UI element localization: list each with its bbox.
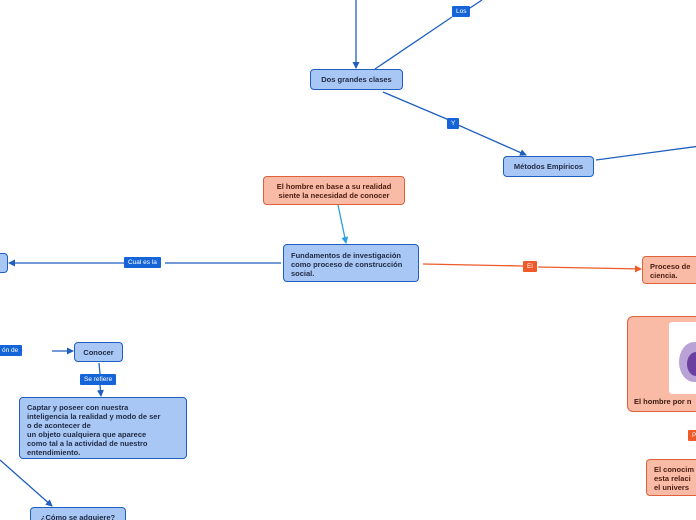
edge-dos-grandes-to-y	[382, 91, 450, 121]
edge-left-to-como	[0, 459, 53, 507]
edge-los-branch	[374, 0, 483, 70]
node-conocimiento[interactable]: El conocim esta relaci el univers	[646, 459, 696, 496]
edge-el-to-proceso	[537, 265, 642, 273]
tag-on-de: ón de	[0, 345, 23, 356]
node-hombre-realidad[interactable]: El hombre en base a su realidad siente l…	[263, 176, 405, 205]
node-dos-grandes-clases[interactable]: Dos grandes clases	[310, 69, 403, 90]
tag-se-refiere: Se refiere	[80, 374, 117, 385]
node-offscreen-left[interactable]	[0, 253, 8, 273]
edge-metodos-right	[595, 145, 696, 161]
edge-fundamentos-to-el	[422, 263, 524, 267]
node-metodos-empiricos[interactable]: Métodos Empíricos	[503, 156, 594, 177]
node-como-se-adquiere[interactable]: ¿Cómo se adquiere?	[30, 507, 126, 520]
node-captar-poseer[interactable]: Captar y poseer con nuestra inteligencia…	[19, 397, 187, 459]
edge-hombre-to-fundamentos	[337, 204, 349, 244]
node-fundamentos-investigacion[interactable]: Fundamentos de investigación como proces…	[283, 244, 419, 282]
tag-cual-es-la: Cual es la	[124, 257, 161, 268]
illustration-thumbnail	[669, 322, 696, 394]
tag-p: P	[688, 430, 696, 441]
edge-y-to-metodos	[457, 124, 527, 156]
tag-el: El	[523, 261, 537, 272]
node-proceso-ciencia[interactable]: Proceso de ciencia.	[642, 256, 696, 284]
tag-los: Los	[452, 6, 471, 17]
tag-y: Y	[447, 118, 460, 129]
figure-accent	[687, 352, 696, 376]
edge-conocer-to-serefiere	[98, 362, 101, 375]
node-hombre-por: El hombre por n	[634, 397, 692, 406]
edge-serefiere-to-captar	[96, 384, 104, 397]
node-conocer[interactable]: Conocer	[74, 342, 123, 362]
image-card[interactable]: El hombre por n	[627, 316, 696, 412]
